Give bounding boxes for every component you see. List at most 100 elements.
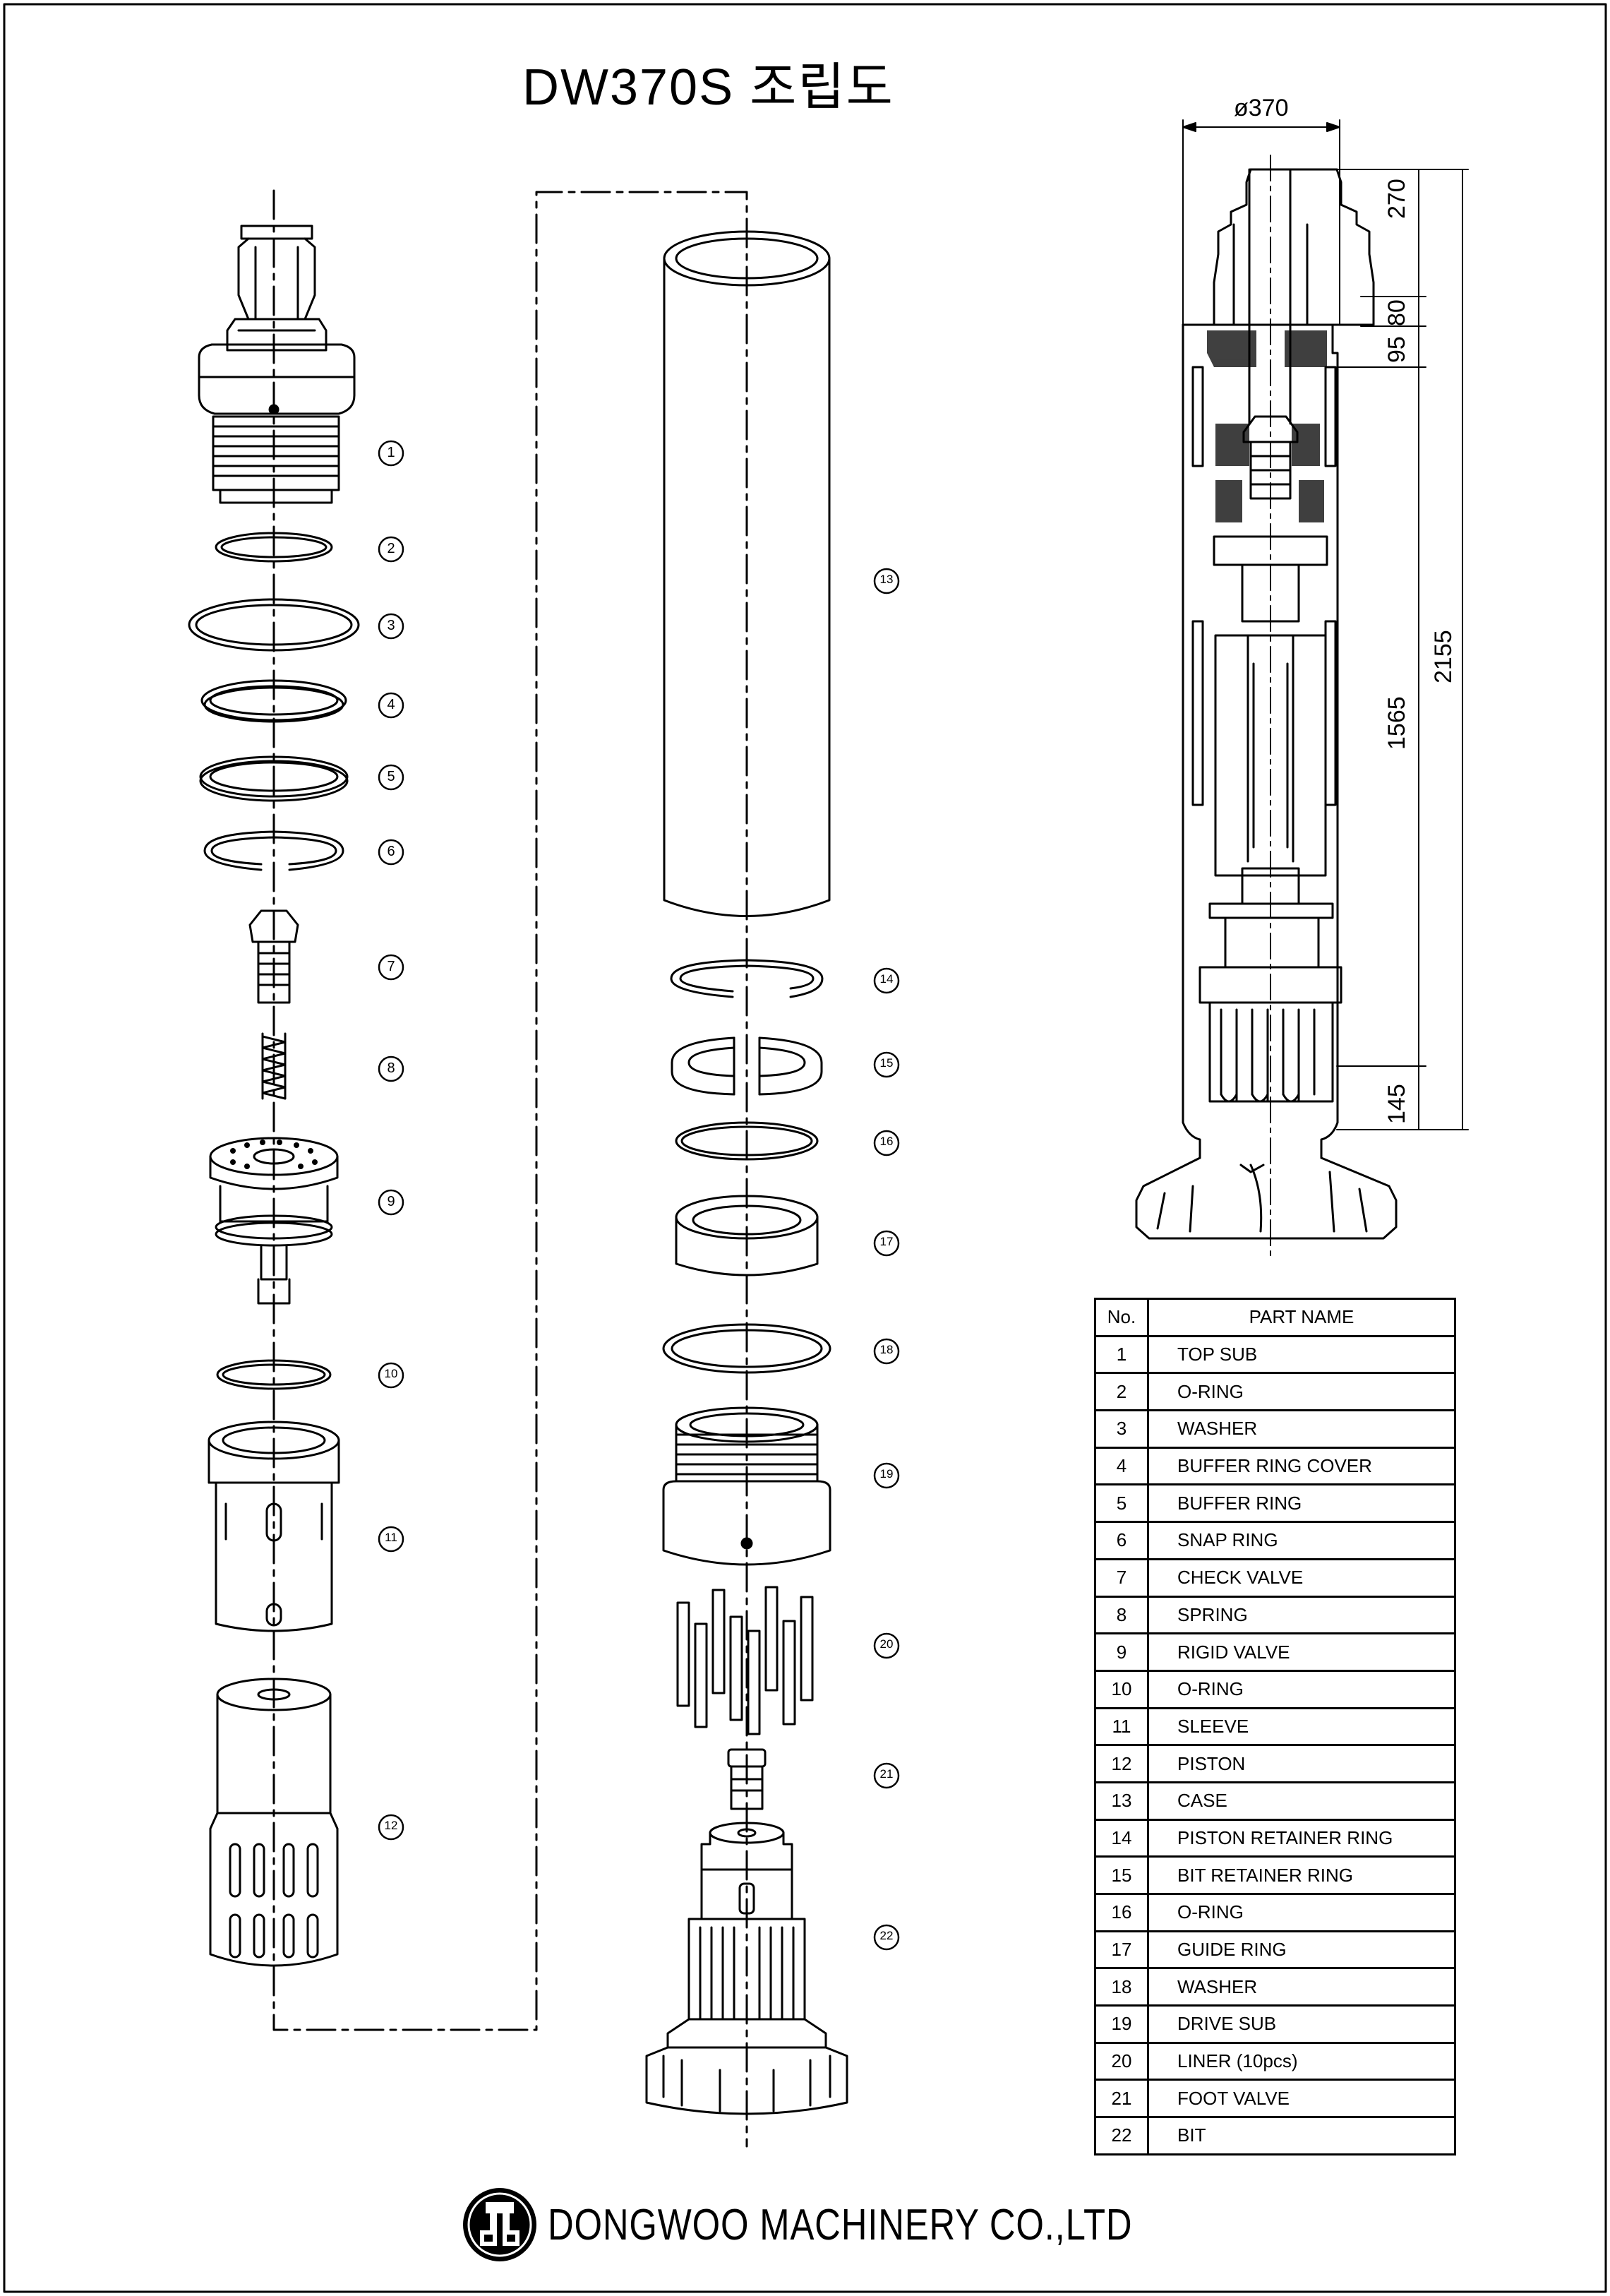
- part-no: 14: [1094, 1818, 1149, 1858]
- part-no: 15: [1094, 1855, 1149, 1895]
- part-12-piston: [209, 1678, 339, 1967]
- part-10-o-ring: [216, 1359, 332, 1390]
- assembly-centerline: [272, 189, 748, 2148]
- callout-6: 6: [387, 844, 395, 859]
- callout-22: 22: [879, 1929, 894, 1942]
- part-22-bit: [645, 1822, 848, 2115]
- part-8-spring: [261, 1032, 287, 1100]
- part-9-rigid-valve: [209, 1137, 339, 1305]
- part-name: O-RING: [1147, 1669, 1456, 1709]
- callout-20: 20: [879, 1637, 894, 1651]
- part-18-washer: [662, 1323, 831, 1374]
- part-name: PISTON RETAINER RING: [1147, 1818, 1456, 1858]
- table-header-row: No. PART NAME: [1094, 1298, 1456, 1337]
- part-name: SPRING: [1147, 1595, 1456, 1635]
- part-15-bit-retainer-ring: [671, 1036, 823, 1096]
- callout-8: 8: [387, 1060, 395, 1076]
- callout-19: 19: [879, 1467, 894, 1481]
- callout-14: 14: [879, 972, 894, 986]
- callout-15: 15: [879, 1056, 894, 1070]
- part-name: WASHER: [1147, 1967, 1456, 2007]
- sectional-view: [1135, 155, 1398, 1257]
- part-4-buffer-ring-cover: [200, 679, 347, 723]
- callout-1: 1: [387, 445, 395, 460]
- callout-16: 16: [879, 1135, 894, 1148]
- drawing-title: DW370S 조립도: [522, 59, 894, 116]
- part-20-liner: [676, 1586, 814, 1735]
- part-14-piston-retainer-ring: [670, 959, 824, 998]
- part-2-o-ring: [215, 532, 333, 563]
- part-no: 17: [1094, 1930, 1149, 1970]
- part-no: 4: [1094, 1446, 1149, 1486]
- dim-diameter: ø370: [1234, 95, 1289, 121]
- part-no: 7: [1094, 1557, 1149, 1598]
- callout-12: 12: [384, 1819, 398, 1832]
- part-name: CHECK VALVE: [1147, 1557, 1456, 1598]
- company-name: DONGWOO MACHINERY CO.,LTD: [548, 2200, 1133, 2249]
- part-no: 2: [1094, 1372, 1149, 1412]
- callout-11: 11: [385, 1531, 397, 1544]
- part-name: BIT RETAINER RING: [1147, 1855, 1456, 1895]
- part-17-guide-ring: [675, 1195, 819, 1276]
- callout-5: 5: [387, 769, 395, 784]
- part-no: 6: [1094, 1521, 1149, 1560]
- dim-270: 270: [1383, 179, 1410, 219]
- part-no: 12: [1094, 1744, 1149, 1783]
- dim-1565: 1565: [1383, 696, 1410, 750]
- part-5-buffer-ring: [199, 755, 349, 802]
- callout-2: 2: [387, 541, 395, 556]
- part-name: CASE: [1147, 1781, 1456, 1821]
- callout-10: 10: [384, 1367, 398, 1380]
- company-logo-icon: [463, 2188, 536, 2261]
- callout-3: 3: [387, 618, 395, 633]
- part-13-case: [663, 230, 831, 917]
- header-no: No.: [1094, 1298, 1149, 1337]
- part-name: O-RING: [1147, 1372, 1456, 1412]
- dim-2155: 2155: [1430, 630, 1457, 683]
- part-no: 8: [1094, 1595, 1149, 1635]
- part-no: 5: [1094, 1483, 1149, 1524]
- callout-7: 7: [387, 959, 395, 974]
- part-6-snap-ring: [203, 830, 344, 871]
- part-name: O-RING: [1147, 1893, 1456, 1932]
- part-name: BUFFER RING: [1147, 1483, 1456, 1524]
- part-name: LINER (10pcs): [1147, 2041, 1456, 2081]
- part-name: FOOT VALVE: [1147, 2079, 1456, 2119]
- part-no: 1: [1094, 1334, 1149, 1375]
- part-no: 18: [1094, 1967, 1149, 2007]
- dim-80: 80: [1383, 299, 1410, 326]
- part-name: SNAP RING: [1147, 1521, 1456, 1560]
- part-name: DRIVE SUB: [1147, 2004, 1456, 2044]
- dim-145: 145: [1383, 1084, 1410, 1124]
- frame-border: [3, 3, 1607, 2293]
- part-no: 9: [1094, 1632, 1149, 1672]
- part-7-check-valve: [248, 909, 299, 1004]
- dimension-lines: [1182, 119, 1469, 1130]
- part-no: 13: [1094, 1781, 1149, 1821]
- part-name: BUFFER RING COVER: [1147, 1446, 1456, 1486]
- part-name: RIGID VALVE: [1147, 1632, 1456, 1672]
- part-no: 19: [1094, 2004, 1149, 2044]
- part-19-drive-sub: [662, 1406, 831, 1566]
- dim-95: 95: [1383, 336, 1410, 363]
- callout-9: 9: [387, 1194, 395, 1209]
- callout-21: 21: [879, 1767, 894, 1781]
- part-name: TOP SUB: [1147, 1334, 1456, 1375]
- part-no: 10: [1094, 1669, 1149, 1709]
- part-name: SLEEVE: [1147, 1706, 1456, 1747]
